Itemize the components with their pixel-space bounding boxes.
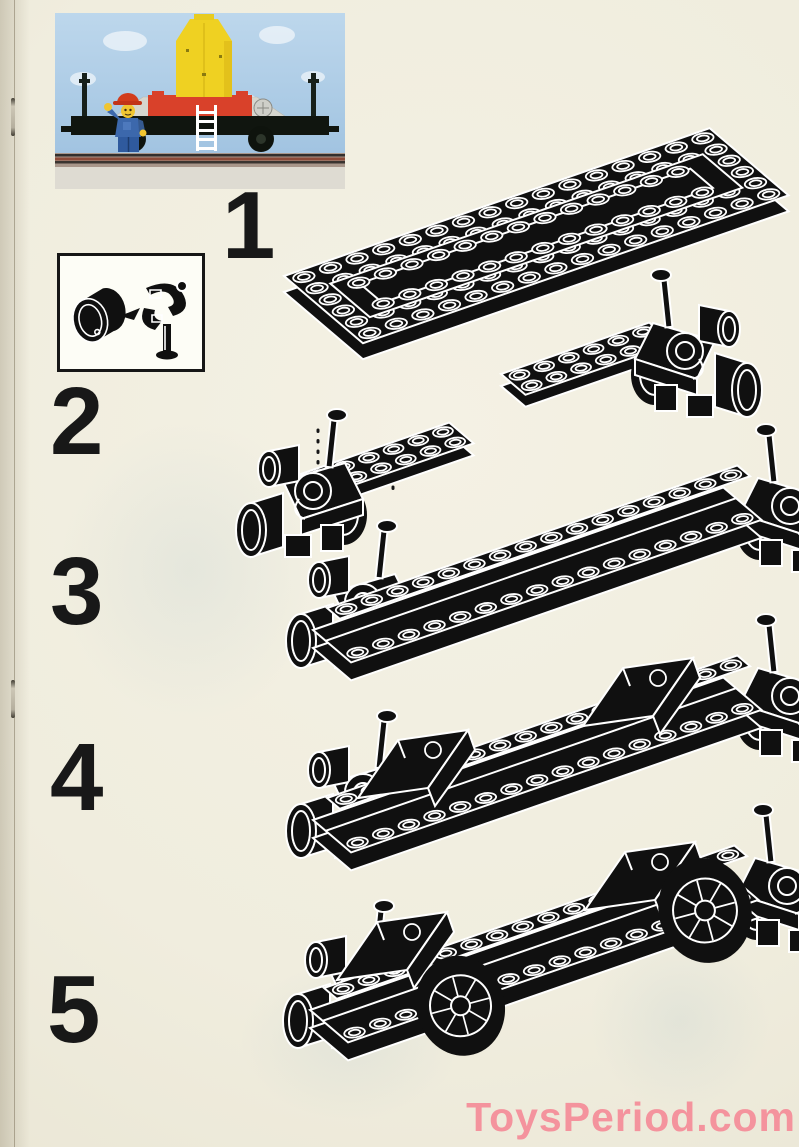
page-showthrough — [590, 930, 770, 1110]
finished-model-photo — [55, 13, 345, 189]
photo-scene — [55, 13, 345, 189]
magnet-disc-icon — [67, 288, 126, 346]
magnet-coupling-diagram — [60, 256, 202, 360]
staple-icon — [11, 680, 15, 718]
cargo-base — [148, 91, 252, 119]
step-4-diagram — [208, 638, 798, 926]
ladder — [196, 105, 217, 151]
signal-posts — [79, 73, 319, 125]
step-number-4: 4 — [50, 724, 103, 831]
binding-fold-line — [14, 0, 15, 1147]
yellow-silo — [176, 14, 232, 97]
staple-icon — [11, 98, 15, 136]
step-number-2: 2 — [50, 368, 103, 475]
magnet-coupling-detail-box — [57, 253, 205, 372]
coupling-holder-icon — [142, 281, 187, 360]
watermark: ToysPeriod.com — [466, 1094, 796, 1140]
page-showthrough — [240, 960, 460, 1120]
minifig — [104, 93, 147, 152]
step-number-1: 1 — [222, 172, 275, 279]
step-number-3: 3 — [50, 538, 103, 645]
silo-wagon — [61, 14, 339, 152]
step-number-5: 5 — [47, 956, 100, 1063]
arrow-icon — [120, 308, 140, 320]
step-1-diagram — [268, 108, 796, 348]
binding-crease — [0, 0, 30, 1147]
